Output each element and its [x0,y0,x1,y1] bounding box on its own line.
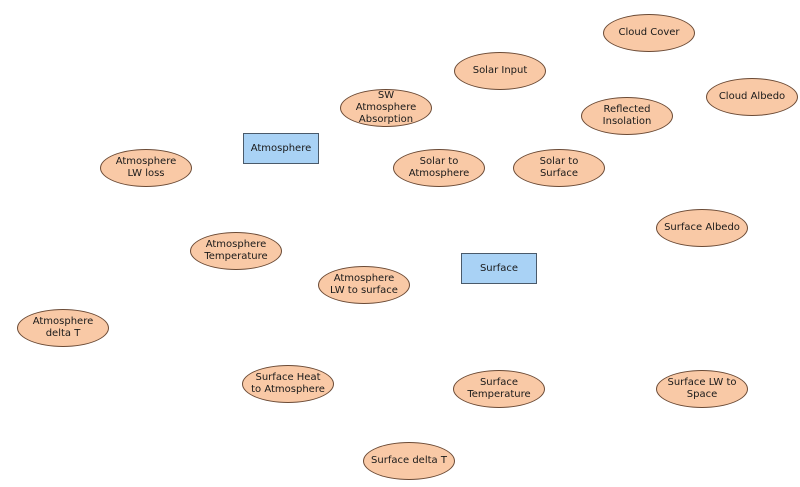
variable-surface-heat-to-atmosphere[interactable]: Surface Heat to Atmosphere [242,365,334,403]
variable-surface-albedo[interactable]: Surface Albedo [656,209,748,247]
variable-surface-lw-to-space[interactable]: Surface LW to Space [656,370,748,408]
variable-surface-temperature[interactable]: Surface Temperature [453,370,545,408]
variable-surface-delta-t[interactable]: Surface delta T [363,442,455,480]
variable-atmosphere-lw-to-surface[interactable]: Atmosphere LW to surface [318,266,410,304]
variable-solar-to-surface[interactable]: Solar to Surface [513,149,605,187]
variable-cloud-albedo[interactable]: Cloud Albedo [706,78,798,116]
variable-solar-to-atmosphere[interactable]: Solar to Atmosphere [393,149,485,187]
variable-cloud-cover[interactable]: Cloud Cover [603,14,695,52]
variable-atmosphere-delta-t[interactable]: Atmosphere delta T [17,309,109,347]
variable-reflected-insolation[interactable]: Reflected Insolation [581,97,673,135]
variable-atmosphere-temperature[interactable]: Atmosphere Temperature [190,232,282,270]
stock-surface[interactable]: Surface [461,253,537,284]
stock-atmosphere[interactable]: Atmosphere [243,133,319,164]
variable-atmosphere-lw-loss[interactable]: Atmosphere LW loss [100,149,192,187]
variable-solar-input[interactable]: Solar Input [454,52,546,90]
variable-sw-atmosphere-absorption[interactable]: SW Atmosphere Absorption [340,89,432,127]
